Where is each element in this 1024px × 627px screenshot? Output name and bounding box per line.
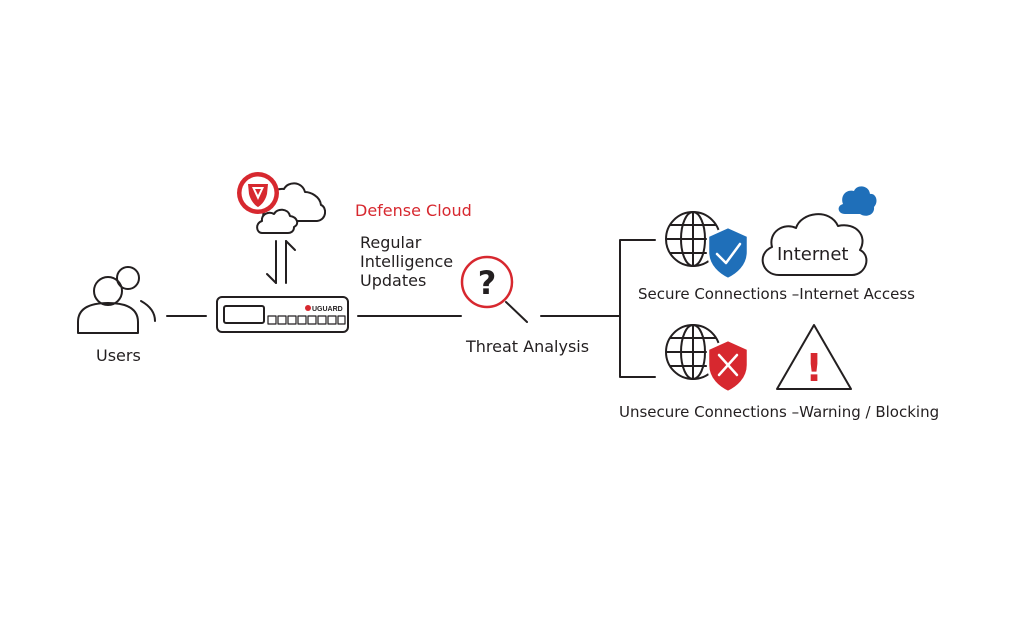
shield-x-icon: [706, 338, 750, 394]
appliance-brand-dot: [305, 305, 311, 311]
firewall-appliance-icon: [216, 296, 349, 333]
appliance-brand-text: UGUARD: [312, 306, 343, 313]
updates-label-line: Regular: [360, 233, 422, 252]
bidirectional-arrows-icon: [266, 240, 296, 284]
users-icon: [77, 266, 156, 334]
shield-check-icon: [706, 225, 750, 281]
internet-label: Internet: [777, 244, 849, 265]
defense-cloud-label: Defense Cloud: [355, 201, 472, 220]
updates-label-line: Updates: [360, 271, 427, 290]
internet-cloud-icon: [761, 186, 877, 276]
shield-cloud-icon: [237, 172, 279, 214]
magnifier-question-icon: ?: [460, 255, 528, 323]
updates-label-line: Intelligence: [360, 252, 454, 271]
threat-analysis-label: Threat Analysis: [466, 337, 590, 356]
unsecure-connections-label: Unsecure Connections –Warning / Blocking: [619, 403, 940, 421]
branch-bracket: [619, 239, 656, 378]
secure-connections-label: Secure Connections –Internet Access: [638, 285, 915, 303]
users-label: Users: [96, 346, 141, 365]
question-mark: ?: [478, 264, 497, 302]
exclamation-mark: !: [805, 346, 822, 390]
warning-triangle-icon: !: [776, 324, 852, 390]
updates-label: Regular Intelligence Updates: [360, 233, 453, 290]
